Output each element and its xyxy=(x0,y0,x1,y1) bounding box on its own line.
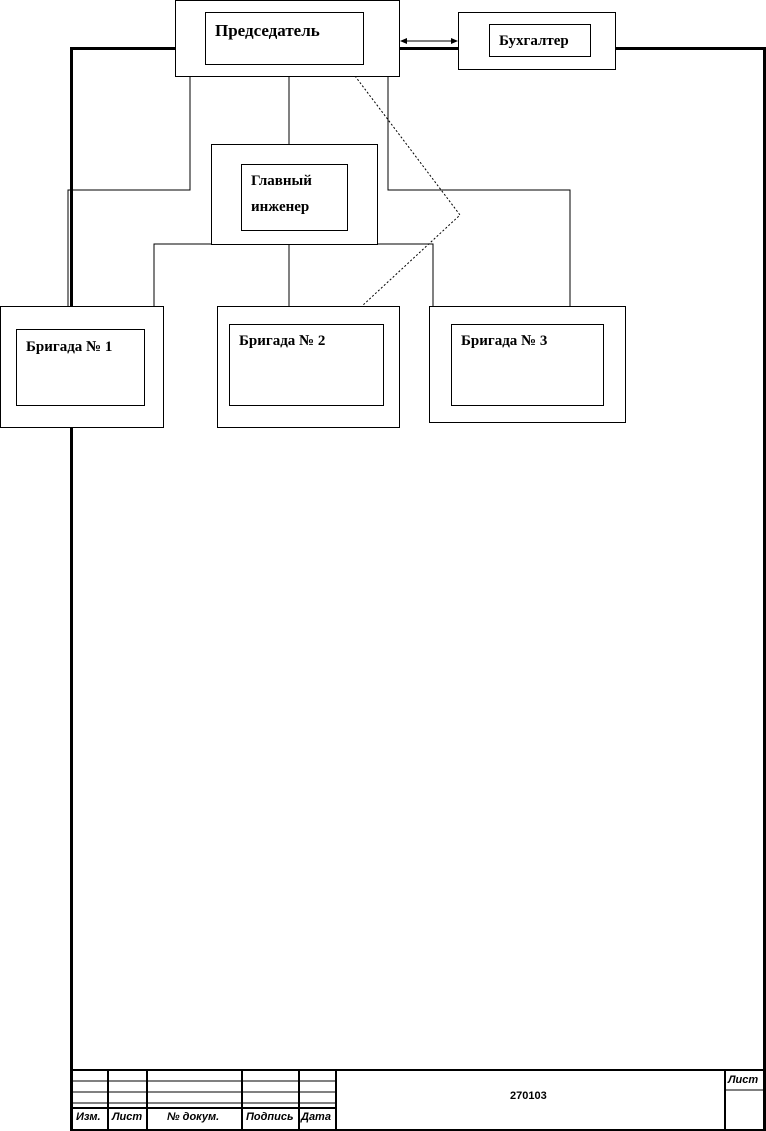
brigade-1-label: Бригада № 1 xyxy=(26,339,113,355)
title-block-sheet-label: Лист xyxy=(728,1074,759,1086)
drawing-frame xyxy=(70,47,766,1131)
accountant-inner-box xyxy=(489,24,591,57)
chief-engineer-label-line1: Главный xyxy=(251,173,312,189)
title-block-izm: Изм. xyxy=(76,1111,101,1123)
title-block-doc-no: № докум. xyxy=(167,1111,220,1123)
chief-engineer-inner-box xyxy=(241,164,348,231)
chief-engineer-label-line2: инженер xyxy=(251,199,310,215)
title-block-signature: Подпись xyxy=(246,1111,294,1123)
title-block-list: Лист xyxy=(112,1111,143,1123)
chairman-inner-box xyxy=(205,12,364,65)
brigade-1-inner-box xyxy=(16,329,145,406)
chairman-label: Председатель xyxy=(215,21,320,40)
brigade-2-label: Бригада № 2 xyxy=(239,333,326,349)
title-block-date: Дата xyxy=(301,1111,331,1123)
arrowhead-right xyxy=(451,38,458,44)
brigade-3-inner-box xyxy=(451,324,604,406)
document-code: 270103 xyxy=(510,1090,547,1102)
accountant-label: Бухгалтер xyxy=(499,33,569,49)
brigade-3-label: Бригада № 3 xyxy=(461,333,548,349)
brigade-2-inner-box xyxy=(229,324,384,406)
arrowhead-left xyxy=(400,38,407,44)
